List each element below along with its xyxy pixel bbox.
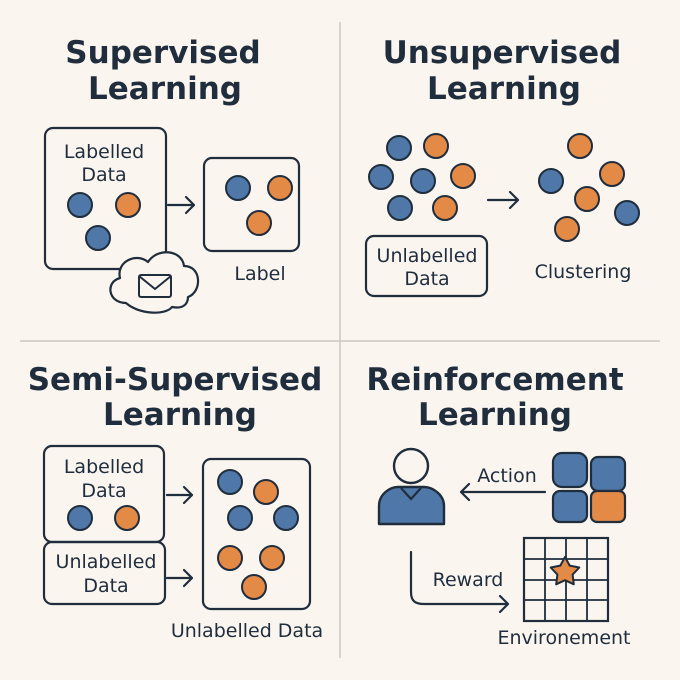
data-point-blue <box>85 225 111 251</box>
data-point-orange <box>246 210 272 236</box>
data-point-blue <box>387 195 413 221</box>
data-point-orange <box>253 479 279 505</box>
unsupervised-unlabelled-line2: Data <box>404 268 449 290</box>
data-point-blue <box>273 505 299 531</box>
supervised-labelled-line1: Labelled <box>64 141 144 163</box>
reinforcement-quadrant: Reinforcement Learning Action Reward <box>366 362 630 649</box>
unsupervised-unlabelled-box <box>364 234 489 298</box>
data-point-blue <box>67 505 93 531</box>
arrow-right-icon <box>165 568 194 588</box>
semi-unlabelled-line1: Unlabelled <box>56 551 157 573</box>
semi-result-box <box>201 457 312 611</box>
action-blocks-icon <box>551 451 627 524</box>
data-point-blue <box>227 505 253 531</box>
reward-text: Reward <box>433 569 504 591</box>
supervised-label-text: Label <box>234 263 285 285</box>
semi-title-line1: Semi-Supervised <box>28 362 323 398</box>
data-point-blue <box>217 469 243 495</box>
supervised-labelled-line2: Data <box>81 164 126 186</box>
supervised-title-line1: Supervised <box>65 35 260 71</box>
data-point-orange <box>115 192 141 218</box>
semi-result-caption: Unlabelled Data <box>171 620 323 642</box>
reinforcement-title-line1: Reinforcement <box>366 362 623 398</box>
data-point-orange <box>574 186 600 212</box>
unsupervised-title-line2: Learning <box>427 71 581 107</box>
envelope-cloud-icon <box>109 251 200 314</box>
semi-unlabelled-box <box>42 540 167 606</box>
supervised-labelled-box <box>43 126 168 271</box>
reinforcement-title-line2: Learning <box>418 397 572 433</box>
data-point-blue <box>368 164 394 190</box>
data-point-orange <box>241 574 267 600</box>
action-text: Action <box>477 465 537 487</box>
supervised-label-box <box>202 156 301 253</box>
clustered-points <box>538 133 640 242</box>
data-point-orange <box>567 133 593 159</box>
semi-labelled-line1: Labelled <box>64 456 144 478</box>
arrow-right-icon <box>486 190 520 210</box>
data-point-orange <box>554 216 580 242</box>
agent-person-icon <box>377 447 446 526</box>
data-point-blue <box>410 168 436 194</box>
data-point-blue <box>225 175 251 201</box>
unsupervised-title-line1: Unsupervised <box>383 35 622 71</box>
data-point-orange <box>432 195 458 221</box>
data-point-orange <box>259 545 285 571</box>
data-point-orange <box>423 133 449 159</box>
data-point-blue <box>538 168 564 194</box>
supervised-title-line2: Learning <box>88 71 242 107</box>
unsupervised-unlabelled-line1: Unlabelled <box>377 245 478 267</box>
star-icon <box>549 556 581 586</box>
arrow-left-icon <box>459 482 547 502</box>
unsupervised-quadrant: Unsupervised Learning Unlabelled Data Cl… <box>364 35 640 298</box>
environment-grid <box>522 536 610 623</box>
arrow-right-icon <box>165 485 194 505</box>
semi-title-line2: Learning <box>103 397 257 433</box>
data-point-orange <box>450 163 476 189</box>
unlabelled-points <box>368 133 476 221</box>
supervised-quadrant: Supervised Learning Labelled Data Label <box>43 35 301 314</box>
semi-labelled-line2: Data <box>81 480 126 502</box>
clustering-text: Clustering <box>535 261 632 283</box>
data-point-orange <box>599 161 625 187</box>
data-point-blue <box>67 192 93 218</box>
semi-unlabelled-line2: Data <box>83 575 128 597</box>
arrow-right-icon <box>166 195 196 215</box>
data-point-orange <box>114 505 140 531</box>
data-point-blue <box>386 135 412 161</box>
data-point-blue <box>614 200 640 226</box>
data-point-orange <box>267 175 293 201</box>
data-point-orange <box>217 545 243 571</box>
environment-text: Environement <box>497 627 630 649</box>
reward-arrow-icon <box>409 550 510 614</box>
semi-supervised-quadrant: Semi-Supervised Learning Labelled Data U… <box>28 362 323 642</box>
